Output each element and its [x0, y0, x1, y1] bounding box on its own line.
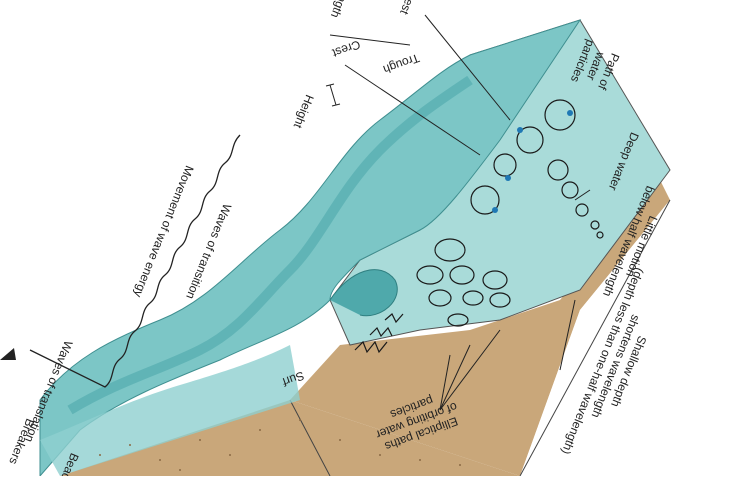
height-marker [325, 83, 341, 107]
orbit-deep [470, 185, 500, 215]
orbit-shallow [489, 292, 511, 308]
orbit-deep [561, 181, 579, 199]
surf-foam [40, 345, 300, 476]
breaker-curl [329, 269, 398, 317]
label-wavelength-fragment: ngth [328, 0, 350, 20]
block-edge-right [519, 199, 671, 477]
orbit-shallow [428, 289, 452, 307]
wave-crest-highlight [67, 75, 473, 415]
energy-squiggle [29, 134, 241, 388]
orbit-shallow [449, 265, 475, 285]
sea-floor-side [520, 200, 736, 476]
orbit-shallow [434, 238, 466, 262]
label-movement-of-wave-energy: Movement of wave energy [131, 164, 197, 300]
label-crest: Crest [330, 37, 362, 60]
small-swirls [354, 313, 404, 354]
orbit-deep [493, 153, 517, 177]
orbit-deep [547, 159, 569, 181]
sea-floor-front [60, 400, 520, 476]
orbit-deep [516, 126, 544, 154]
label-trough: Trough [381, 51, 421, 77]
orbit-deep [596, 231, 604, 239]
orbit-shallow [462, 290, 484, 306]
block-edge [289, 399, 331, 477]
orbit-shallow [482, 270, 508, 290]
orbit-deep [575, 203, 589, 217]
label-height: Height [290, 93, 316, 131]
particle-orbits [416, 99, 604, 327]
particle-dots [492, 110, 573, 213]
orbit-shallow [447, 313, 469, 327]
energy-arrow-head [0, 348, 16, 360]
orbit-deep [590, 220, 600, 230]
orbit-deep [544, 99, 576, 131]
orbit-shallow [416, 265, 444, 285]
sea-floor-slope [290, 180, 670, 476]
beach-texture [99, 419, 461, 471]
label-crest-fragment: est [397, 0, 416, 17]
leader-lines [329, 14, 591, 411]
